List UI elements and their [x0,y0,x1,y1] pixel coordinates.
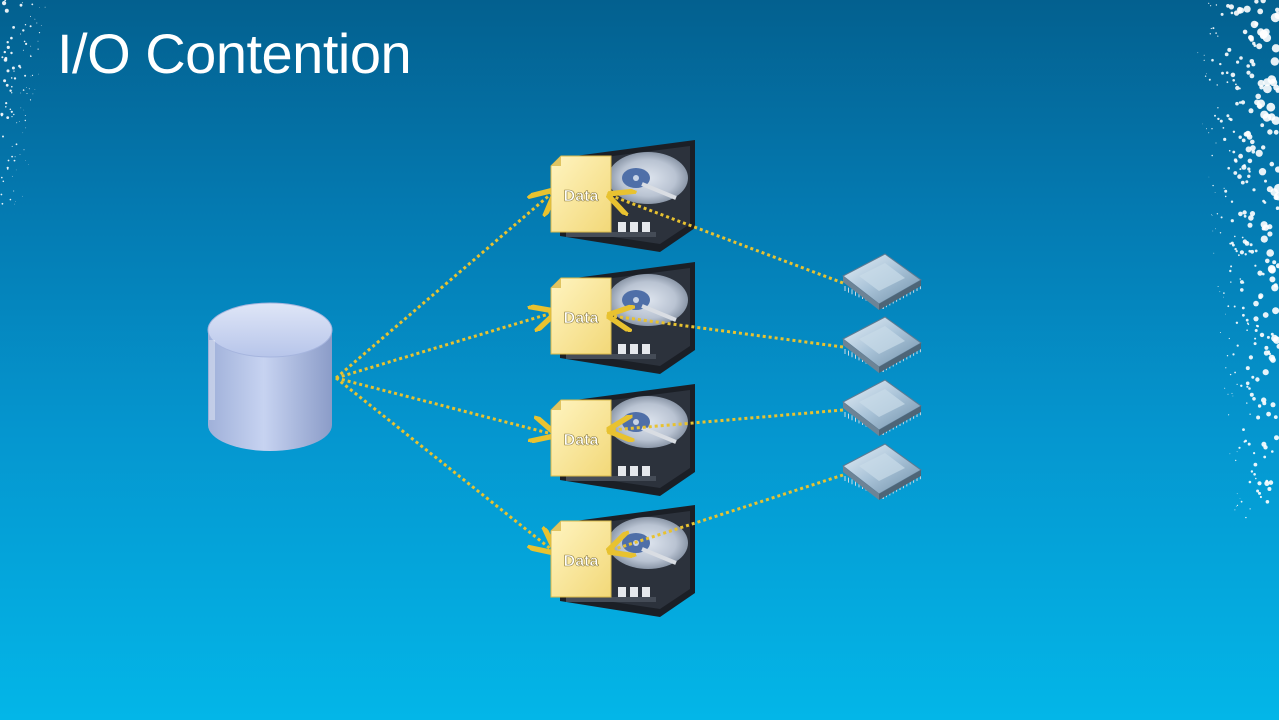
arrow-cpu-2-to-disk-2 [612,316,844,349]
arrow-db-to-disk-3 [335,376,552,434]
cpu-group [842,253,922,500]
slide-title: I/O Contention [57,22,412,85]
data-file-icon: Data [550,277,612,355]
hard-disk-3: Data [550,384,695,496]
arrow-db-to-disk-1 [335,193,552,380]
data-file-icon: Data [550,155,612,233]
cpu-chip-icon [842,253,922,310]
arrow-cpu-3-to-disk-3 [612,408,844,430]
database-cylinder-icon [207,302,333,451]
dot-pattern-decoration [0,0,46,205]
hard-disk-2: Data [550,262,695,374]
hard-disk-4: Data [550,505,695,617]
arrow-cpu-4-to-disk-4 [612,473,844,550]
data-file-label: Data [564,188,599,205]
cpu-chip-icon [842,379,922,436]
arrows-cpu-to-data [612,196,844,550]
data-file-label: Data [564,310,599,327]
data-file-label: Data [564,553,599,570]
data-file-icon: Data [550,399,612,477]
dot-pattern-decoration [1197,0,1279,519]
data-file-label: Data [564,432,599,449]
arrow-db-to-disk-4 [335,376,552,550]
cpu-chip-icon [842,443,922,500]
cpu-chip-icon [842,316,922,373]
data-file-icon: Data [550,520,612,598]
arrow-db-to-disk-2 [335,313,552,380]
arrows-db-to-data [335,193,552,550]
hard-disk-1: Data [550,140,695,252]
arrow-cpu-1-to-disk-1 [612,196,844,285]
